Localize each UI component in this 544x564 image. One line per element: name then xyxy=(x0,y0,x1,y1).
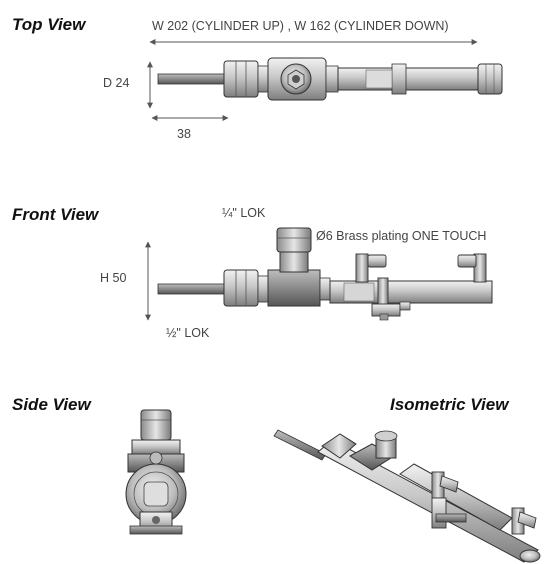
height-dimension-label: H 50 xyxy=(100,271,127,285)
front-top-lok-nut xyxy=(276,227,312,253)
front-tee-body xyxy=(267,269,321,307)
top-end-fitting xyxy=(477,63,503,95)
iso-clamp xyxy=(431,497,447,529)
depth-dimension-label: D 24 xyxy=(103,76,130,90)
top-lok-nut xyxy=(223,60,259,98)
iso-probe-rod xyxy=(273,429,327,461)
offset-dimension-label: 38 xyxy=(177,127,191,141)
side-top-nut xyxy=(140,409,172,441)
top-view-drawing xyxy=(147,39,503,121)
front-probe-rod xyxy=(157,283,227,295)
one-touch-fitting-right xyxy=(457,253,487,283)
side-view-drawing xyxy=(125,409,187,535)
half-lok-label: ½" LOK xyxy=(166,326,210,340)
front-lok-nut xyxy=(223,269,259,307)
top-view-title: Top View xyxy=(12,15,86,34)
top-cylinder xyxy=(337,67,479,91)
width-dimension-label: W 202 (CYLINDER UP) , W 162 (CYLINDER DO… xyxy=(152,19,449,33)
top-probe-rod xyxy=(157,73,227,85)
one-touch-fitting-left xyxy=(355,253,387,283)
one-touch-label: Ø6 Brass plating ONE TOUCH xyxy=(316,229,487,243)
iso-one-touch-left xyxy=(431,471,459,499)
front-view-title: Front View xyxy=(12,205,99,224)
isometric-view-title: Isometric View xyxy=(390,395,509,414)
quarter-lok-label: ¼" LOK xyxy=(222,206,266,220)
iso-one-touch-right xyxy=(511,507,537,535)
side-view-title: Side View xyxy=(12,395,91,414)
iso-main-body xyxy=(317,439,539,563)
isometric-view-drawing xyxy=(273,429,541,563)
front-view-drawing xyxy=(145,227,493,321)
